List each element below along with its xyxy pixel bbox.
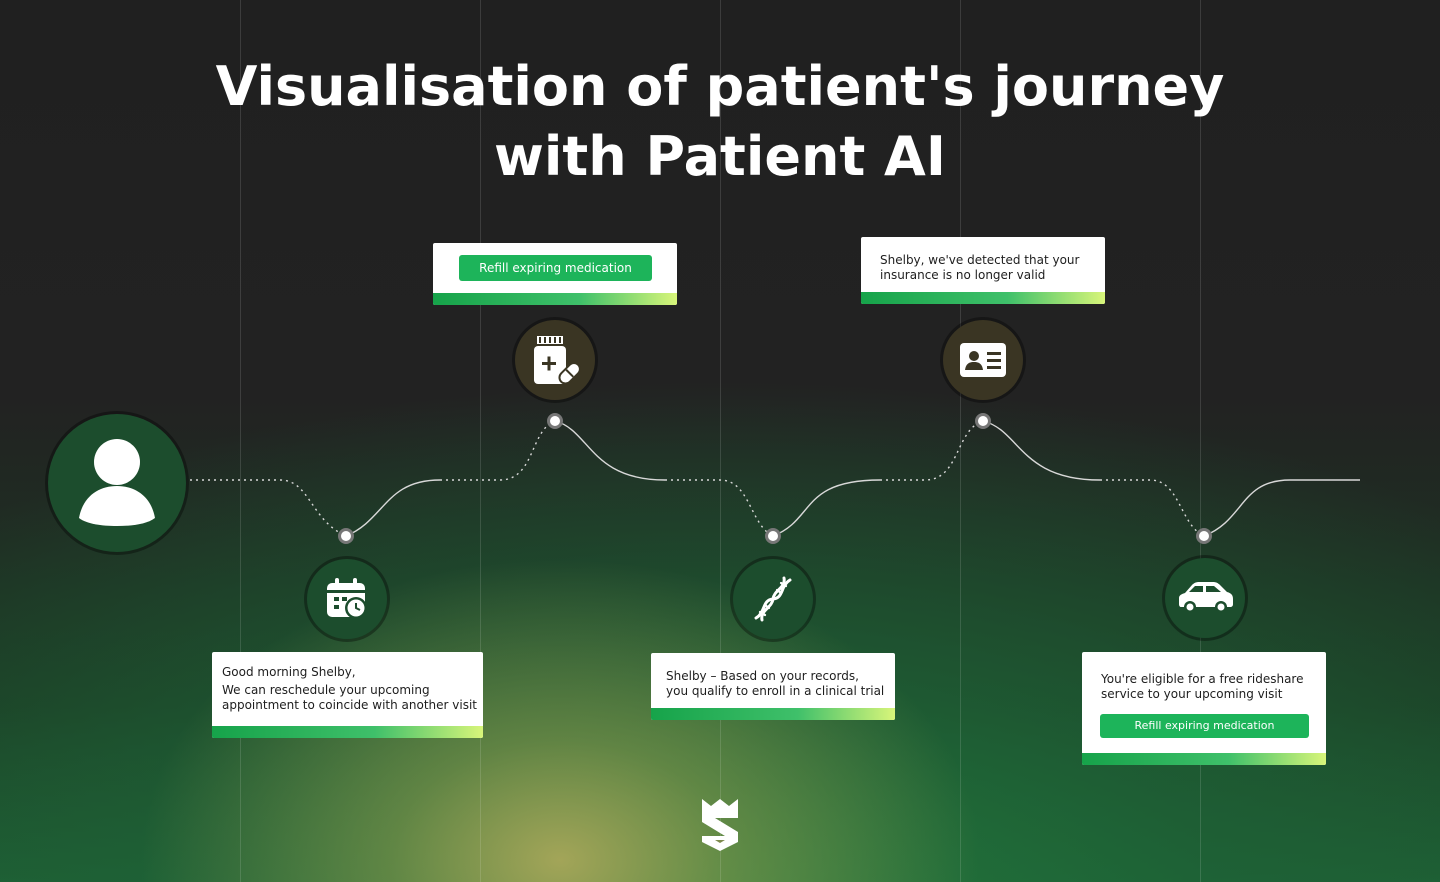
appointment-message-line-1: We can reschedule your upcoming <box>222 683 430 697</box>
path-node-dot <box>1196 528 1212 544</box>
grid-line <box>240 0 241 882</box>
refill-medication-button[interactable]: Refill expiring medication <box>459 255 652 281</box>
rideshare-node <box>1165 558 1245 638</box>
path-segment-solid <box>554 420 666 481</box>
appointment-card: Good morning Shelby, We can reschedule y… <box>212 652 483 738</box>
path-segment-dotted <box>190 479 347 537</box>
appointment-message-line-2: appointment to coincide with another vis… <box>222 698 477 712</box>
clinical-trial-node <box>733 559 813 639</box>
insurance-message-line-1: Shelby, we've detected that your <box>880 253 1080 267</box>
medication-card: Refill expiring medication <box>433 243 677 305</box>
dna-icon <box>754 576 792 622</box>
clinical-trial-message-line-2: you qualify to enroll in a clinical tria… <box>666 684 885 698</box>
path-segment-dotted <box>440 420 556 481</box>
grid-line <box>960 0 961 882</box>
grid-line <box>1200 0 1201 882</box>
insurance-card: Shelby, we've detected that your insuran… <box>861 237 1105 304</box>
path-node-dot <box>765 528 781 544</box>
clinical-trial-card: Shelby – Based on your records, you qual… <box>651 653 895 720</box>
path-segment-dotted <box>880 420 984 481</box>
clinical-trial-message-line-1: Shelby – Based on your records, <box>666 669 859 683</box>
appointment-node <box>307 559 387 639</box>
insurance-message-line-2: insurance is no longer valid <box>880 268 1046 282</box>
path-node-dot <box>975 413 991 429</box>
card-gradient-bar <box>861 292 1105 304</box>
user-icon <box>79 439 155 526</box>
path-segment-solid <box>982 420 1101 481</box>
card-gradient-bar <box>651 708 895 720</box>
page-title: Visualisation of patient's journey with … <box>0 52 1440 192</box>
calendar-clock-icon <box>327 578 367 619</box>
path-segment-solid <box>772 479 881 537</box>
card-gradient-bar <box>433 293 677 305</box>
insurance-node <box>943 320 1023 400</box>
card-gradient-bar <box>1082 753 1326 765</box>
grid-line <box>720 0 721 882</box>
path-segment-solid <box>345 479 441 537</box>
page-title-line-1: Visualisation of patient's journey <box>215 55 1225 118</box>
car-icon <box>1179 582 1233 613</box>
path-segment-solid <box>1203 479 1360 537</box>
id-card-icon <box>960 343 1006 377</box>
brand-logo-icon <box>702 799 738 851</box>
medicine-bottle-icon <box>534 336 581 385</box>
rideshare-message-line-1: You're eligible for a free rideshare <box>1101 672 1304 686</box>
medication-node <box>515 320 595 400</box>
rideshare-card: You're eligible for a free rideshare ser… <box>1082 652 1326 765</box>
path-segment-dotted <box>665 479 774 537</box>
patient-avatar <box>48 414 186 552</box>
appointment-greeting: Good morning Shelby, <box>222 665 356 679</box>
path-segment-dotted <box>1100 479 1205 537</box>
card-gradient-bar <box>212 726 483 738</box>
path-node-dot <box>338 528 354 544</box>
rideshare-message-line-2: service to your upcoming visit <box>1101 687 1283 701</box>
page-title-line-2: with Patient AI <box>494 125 946 188</box>
path-node-dot <box>547 413 563 429</box>
rideshare-refill-button[interactable]: Refill expiring medication <box>1100 714 1309 738</box>
grid-line <box>480 0 481 882</box>
